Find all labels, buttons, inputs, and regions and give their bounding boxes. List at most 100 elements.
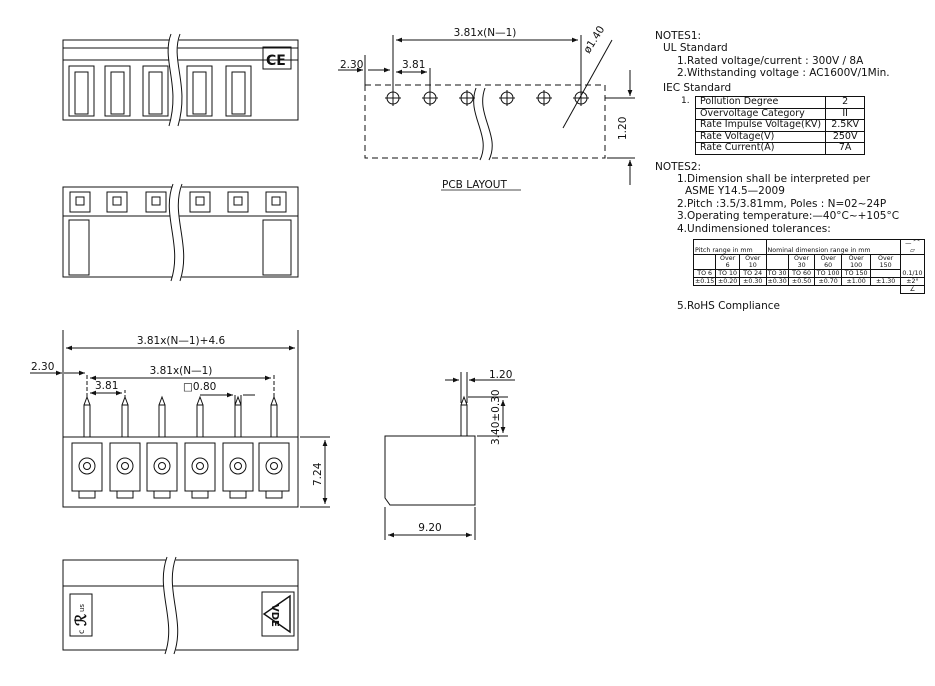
table-cell: Rate Current(A) [694, 142, 827, 155]
table-cell: TO 150 [840, 268, 872, 278]
table-cell: Over 60 [814, 253, 842, 270]
table-cell: ±0.70 [814, 276, 842, 286]
ul-item-2: 2.Withstanding voltage : AC1600V/1Min. [677, 67, 890, 80]
table-cell: 250V [825, 130, 866, 144]
table-cell: Nominal dimension range in mm [765, 238, 901, 255]
notes2-item-5: 5.RoHS Compliance [677, 299, 780, 312]
table-cell: II [825, 107, 866, 121]
table-cell [694, 285, 901, 293]
ul-c-text: c [77, 630, 86, 634]
front-pitch-total-label: 3.81x(N—1) [150, 365, 213, 377]
angle-symbols: — ⌒ ▱ [899, 238, 926, 255]
table-cell: ±0.50 [787, 276, 816, 286]
table-cell: Over 6 [715, 253, 740, 270]
table-cell: ±2° [899, 276, 926, 286]
table-cell: TO 10 [715, 268, 740, 278]
table-cell: 7A [825, 142, 866, 155]
table-row: Rate Impulse Voltage(KV)2.5KV [694, 119, 866, 132]
side-depth-label: 9.20 [418, 522, 441, 534]
table-cell: Rate Voltage(V) [694, 130, 827, 144]
table-cell: Over 150 [870, 253, 901, 270]
back-view-windows [69, 191, 287, 213]
table-cell: Pitch range in mm [693, 238, 767, 255]
ul-heading: UL Standard [663, 42, 728, 55]
side-pin-length-label: 3.40±0.30 [490, 389, 502, 445]
notes1-title: NOTES1: [655, 30, 702, 42]
notes2-item-3: 3.Operating temperature:—40°C~+105°C [677, 210, 900, 223]
notes2-item-2: 2.Pitch :3.5/3.81mm, Poles : N=02~24P [677, 197, 887, 210]
table-cell [765, 253, 789, 270]
table-cell: TO 6 [692, 268, 717, 278]
ce-mark-box [262, 46, 292, 70]
pcb-layout [338, 35, 635, 191]
pcb-caption: PCB LAYOUT [442, 179, 507, 191]
table-cell: ±0.20 [715, 276, 740, 286]
notes2-item-1: 1.Dimension shall be interpreted per [677, 172, 871, 185]
table-cell: TO 30 [765, 268, 789, 278]
vde-mark [261, 591, 295, 637]
front-edge-label: 2.30 [31, 361, 54, 373]
table-cell: Over 30 [787, 253, 816, 270]
top-view [62, 32, 299, 128]
ce-mark: CE [266, 53, 286, 69]
table-cell: Overvoltage Category [694, 107, 827, 121]
table-cell: ±1.00 [840, 276, 872, 286]
table-cell: ±0.30 [765, 276, 789, 286]
angle-symbol-icon: ∠ [899, 284, 926, 294]
notes2-item-4: 4.Undimensioned tolerances: [677, 222, 831, 235]
table-row: ±0.15±0.20±0.30 ±0.30±0.50±0.70 ±1.00±1.… [692, 276, 926, 286]
notes-panel: NOTES1: UL Standard 1.Rated voltage/curr… [655, 30, 926, 312]
iec-index: 1. [681, 96, 690, 107]
table-cell: Pollution Degree [694, 96, 827, 109]
ul-item-1: 1.Rated voltage/current : 300V / 8A [677, 54, 864, 67]
ul-symbol-icon: ℛ [72, 614, 90, 626]
table-cell: 2.5KV [825, 119, 866, 132]
notes2-title: NOTES2: [655, 160, 702, 173]
front-view-pins [83, 395, 278, 438]
table-row: Pitch range in mm Nominal dimension rang… [693, 238, 926, 255]
pcb-pitch-label: 3.81 [402, 59, 425, 71]
table-cell: ±0.15 [692, 276, 717, 286]
ul-mark: c ℛ us [72, 604, 90, 634]
table-cell: TO 24 [738, 268, 767, 278]
pcb-edge-label: 2.30 [340, 59, 363, 71]
pcb-pitch-total-label: 3.81x(N—1) [454, 27, 517, 39]
back-view [62, 182, 299, 283]
table-cell: 0.1/10 [899, 253, 926, 278]
table-row: ∠ [694, 284, 926, 294]
front-overall-label: 3.81x(N—1)+4.6 [137, 335, 226, 347]
tolerance-table: Pitch range in mm Nominal dimension rang… [692, 238, 926, 294]
pcb-holes [385, 90, 589, 106]
vde-text: VDE [269, 604, 280, 627]
side-view [384, 372, 515, 540]
pcb-hole-dia-label: ø1.40 [581, 24, 607, 56]
bottom-view [62, 555, 299, 656]
iec-heading: IEC Standard [663, 81, 732, 94]
front-view-cages [71, 442, 290, 499]
table-cell: Over 10 [738, 253, 767, 270]
table-cell: Rate Impulse Voltage(KV) [694, 119, 827, 132]
table-cell [870, 268, 901, 278]
table-cell: Over 100 [840, 253, 872, 270]
table-cell: ±0.30 [738, 276, 767, 286]
front-pitch-label: 3.81 [95, 380, 118, 392]
table-cell [692, 253, 717, 270]
table-row: Rate Current(A)7A [694, 142, 866, 155]
side-pin-width-label: 1.20 [489, 369, 512, 381]
front-view [30, 330, 330, 508]
table-cell: 2 [825, 96, 866, 109]
ul-us-text: us [78, 604, 86, 612]
top-view-slots [68, 65, 252, 117]
pcb-height-label: 1.20 [617, 117, 629, 140]
front-height-label: 7.24 [312, 462, 324, 486]
notes2-item-1b: ASME Y14.5—2009 [685, 185, 785, 198]
table-row: Rate Voltage(V)250V [694, 130, 866, 144]
table-cell: TO 100 [814, 268, 842, 278]
front-pin-square-label: □0.80 [183, 381, 216, 393]
